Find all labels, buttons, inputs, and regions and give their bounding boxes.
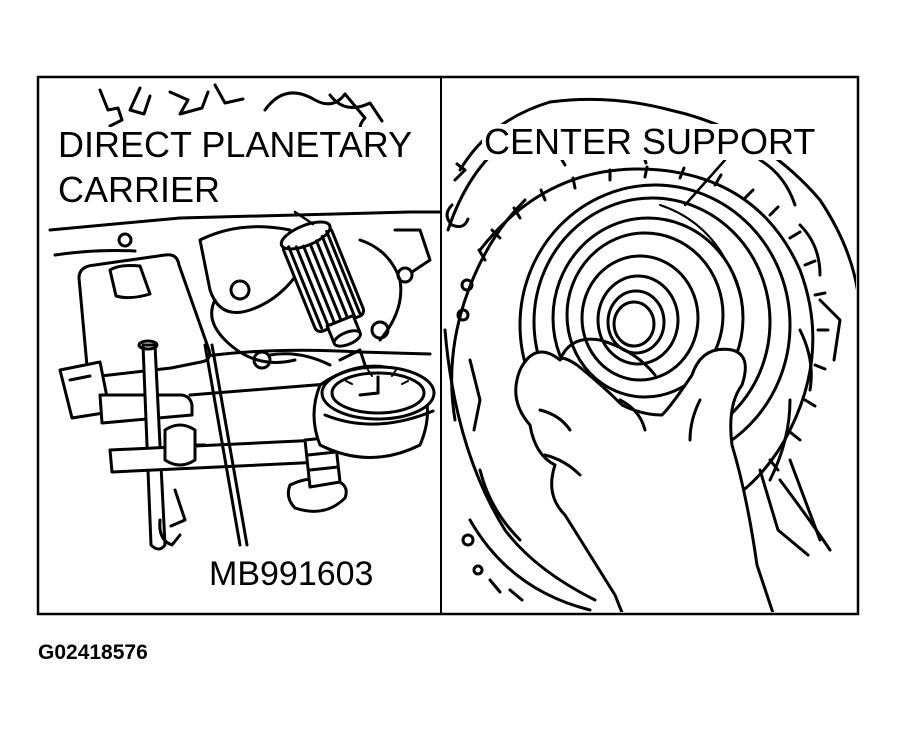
callout-direct-planetary-carrier-line1: DIRECT PLANETARY <box>56 124 415 165</box>
callout-direct-planetary-carrier-line2: CARRIER <box>56 169 223 210</box>
figure-id: G02418576 <box>38 641 148 664</box>
right-panel-drawing <box>443 97 856 612</box>
callout-special-tool: MB991603 <box>207 555 376 593</box>
hand-outline <box>514 347 775 612</box>
callout-center-support: CENTER SUPPORT <box>482 121 818 162</box>
left-panel-drawing <box>48 83 440 551</box>
